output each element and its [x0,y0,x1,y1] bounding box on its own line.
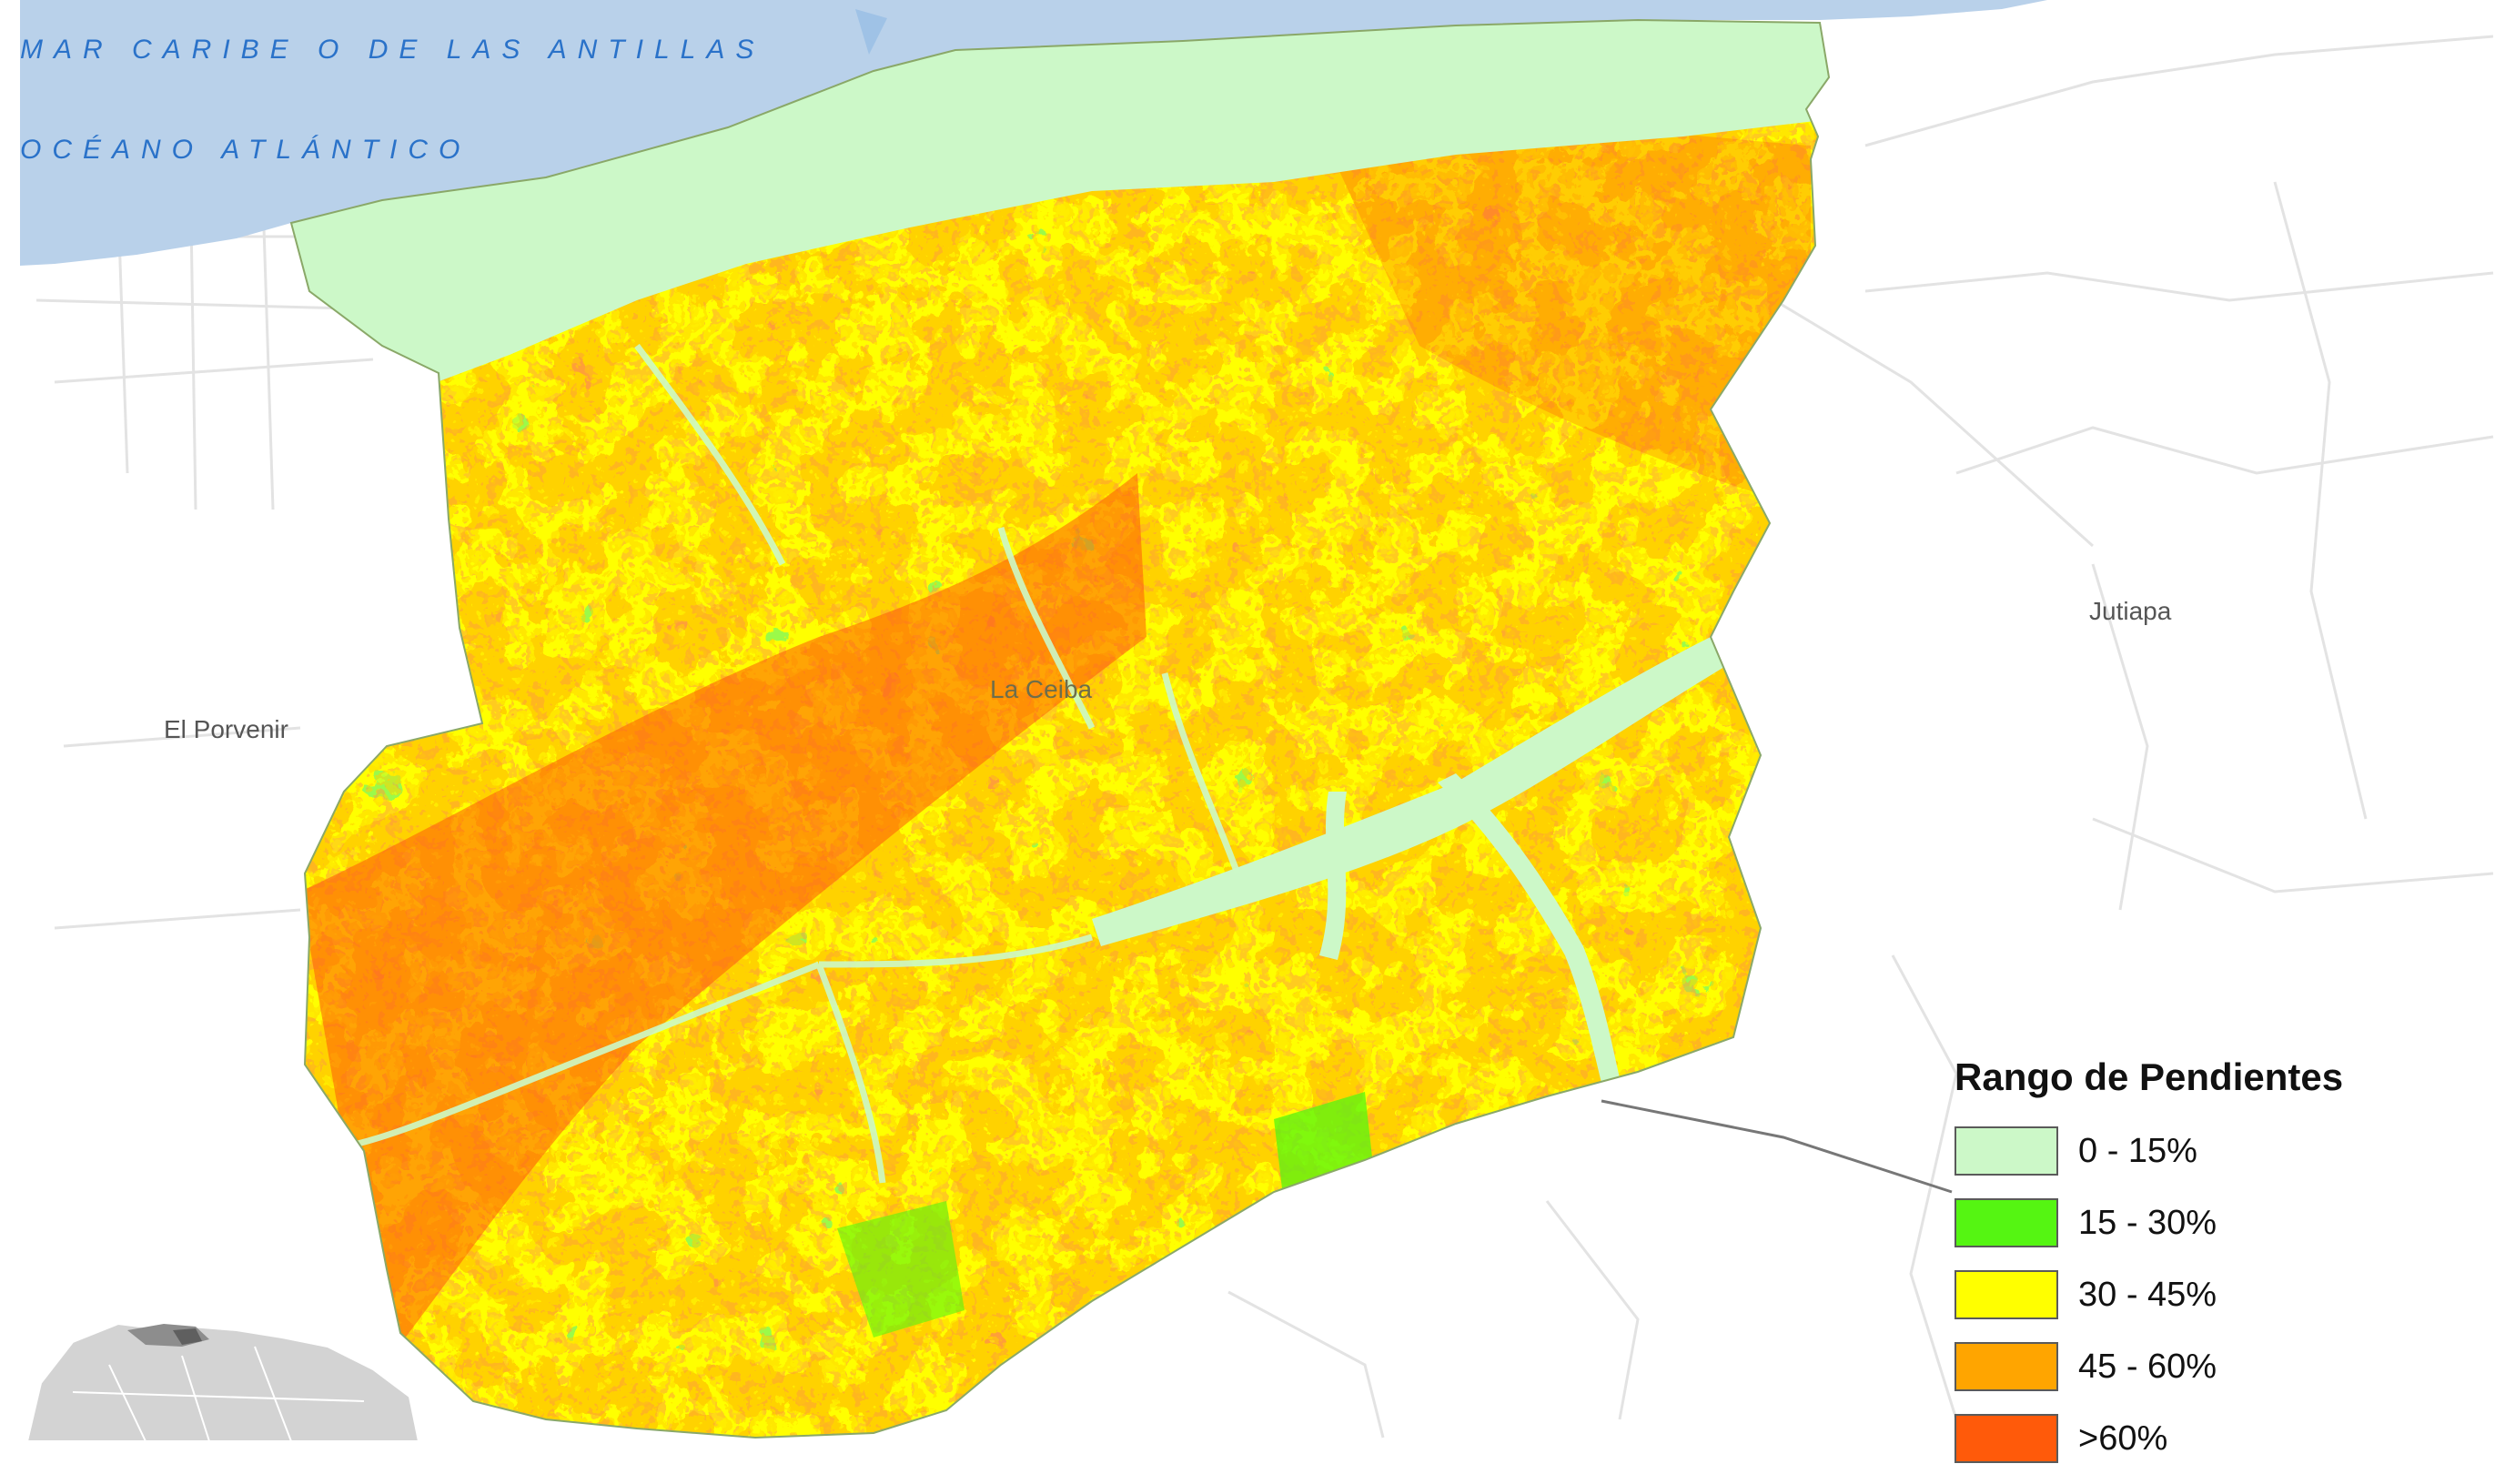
legend-label: >60% [2078,1418,2168,1458]
place-label-el-porvenir: El Porvenir [164,715,288,743]
legend-item: 15 - 30% [1955,1196,2464,1249]
legend-label: 45 - 60% [2078,1347,2217,1386]
legend-swatch [1955,1414,2058,1463]
slope-map [20,0,2494,1441]
place-label-la-ceiba: La Ceiba [990,675,1093,703]
sea-label-caribbean: MAR CARIBE O DE LAS ANTILLAS [20,35,765,65]
legend-swatch [1955,1126,2058,1176]
legend-label: 15 - 30% [2078,1203,2217,1242]
legend-label: 0 - 15% [2078,1131,2197,1170]
legend-swatch [1955,1270,2058,1319]
legend: Rango de Pendientes 0 - 15% 15 - 30% 30 … [1955,1055,2464,1484]
legend-item: 30 - 45% [1955,1268,2464,1321]
place-label-jutiapa: Jutiapa [2089,597,2172,625]
legend-item: >60% [1955,1412,2464,1465]
legend-swatch [1955,1198,2058,1247]
la-ceiba-boundary [289,18,1831,1439]
caribbean-sea [20,0,2047,266]
river-mouth [855,9,887,55]
legend-item: 0 - 15% [1955,1125,2464,1177]
legend-label: 30 - 45% [2078,1275,2217,1314]
legend-title: Rango de Pendientes [1955,1055,2344,1098]
sea-label-atlantic: OCÉANO ATLÁNTICO [20,135,471,165]
locator-inset-map [25,1322,420,1441]
legend-item: 45 - 60% [1955,1340,2464,1393]
municipal-boundary-line [1601,1099,1953,1194]
legend-swatch [1955,1342,2058,1391]
